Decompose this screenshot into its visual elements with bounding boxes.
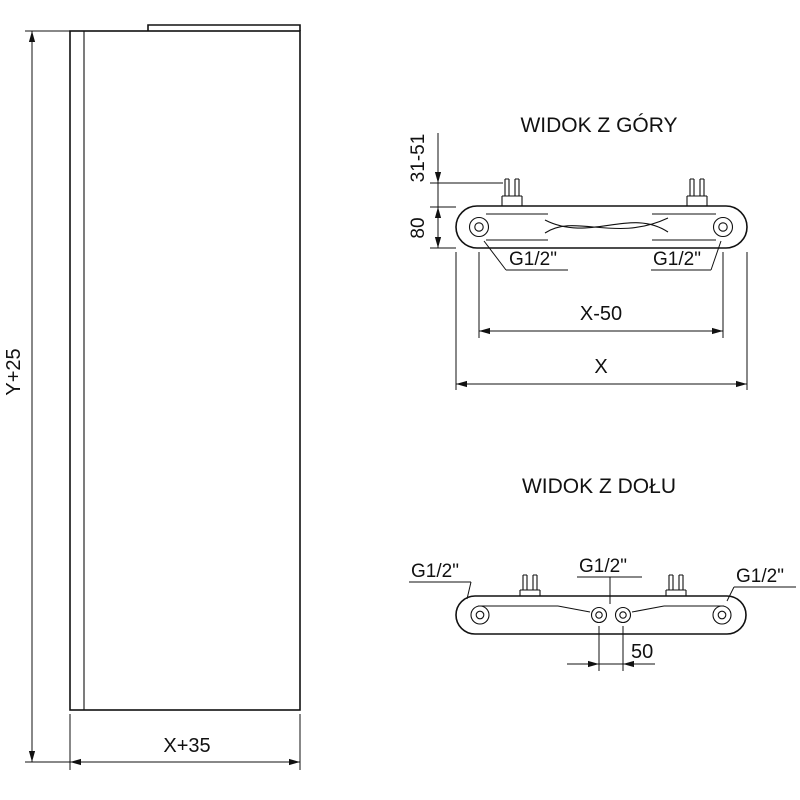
depth-label: 80 [408,217,429,238]
radiator-body-bottom [455,595,747,635]
leader-line [466,581,472,600]
leader-line [726,586,735,602]
center-port [614,606,632,624]
left-port [468,216,490,238]
center-port-label: G1/2" [579,556,627,577]
left-port-label: G1/2" [509,249,557,270]
right-port-hole [717,610,727,620]
panel-top-edge-detail [147,24,301,31]
bottom-view-title: WIDOK Z DOŁU [522,475,676,498]
bottom-view: WIDOK Z DOŁU G1/2" G1/2" G1/2" [409,475,796,671]
center-spacing-label: 50 [631,641,653,663]
front-view-dimensions: Y+25 X+35 [3,30,301,770]
left-port-label: G1/2" [411,561,459,582]
wall-bracket [665,574,687,596]
right-port-hole [718,222,728,232]
front-view [69,24,301,711]
ports-span-label: X-50 [580,303,622,325]
right-port [712,216,734,238]
leader-line [483,240,507,271]
overall-width-label: X [594,356,607,378]
break-line [544,219,669,233]
wall-bracket [686,178,708,206]
left-port-hole [475,610,485,620]
center-port-hole [619,611,627,619]
radiator-body-top [455,205,748,249]
right-port-label: G1/2" [736,566,784,587]
center-port [590,606,608,624]
wall-distance-label: 31-51 [408,134,429,183]
left-port-hole [474,222,484,232]
wall-bracket [501,178,523,206]
panel-outline [69,30,301,711]
width-dimension-label: X+35 [163,735,210,757]
height-dimension-label: Y+25 [3,348,25,395]
right-port-label: G1/2" [653,249,701,270]
panel-seam-line [631,605,665,613]
top-view-title: WIDOK Z GÓRY [520,114,677,137]
left-port [470,605,490,625]
panel-seam-line [557,605,591,613]
wall-bracket [519,574,541,596]
center-port-hole [595,611,603,619]
top-view: WIDOK Z GÓRY 31-51 80 G1/2" G1/2" [408,114,748,390]
right-port [712,605,732,625]
leader-line [710,240,722,271]
